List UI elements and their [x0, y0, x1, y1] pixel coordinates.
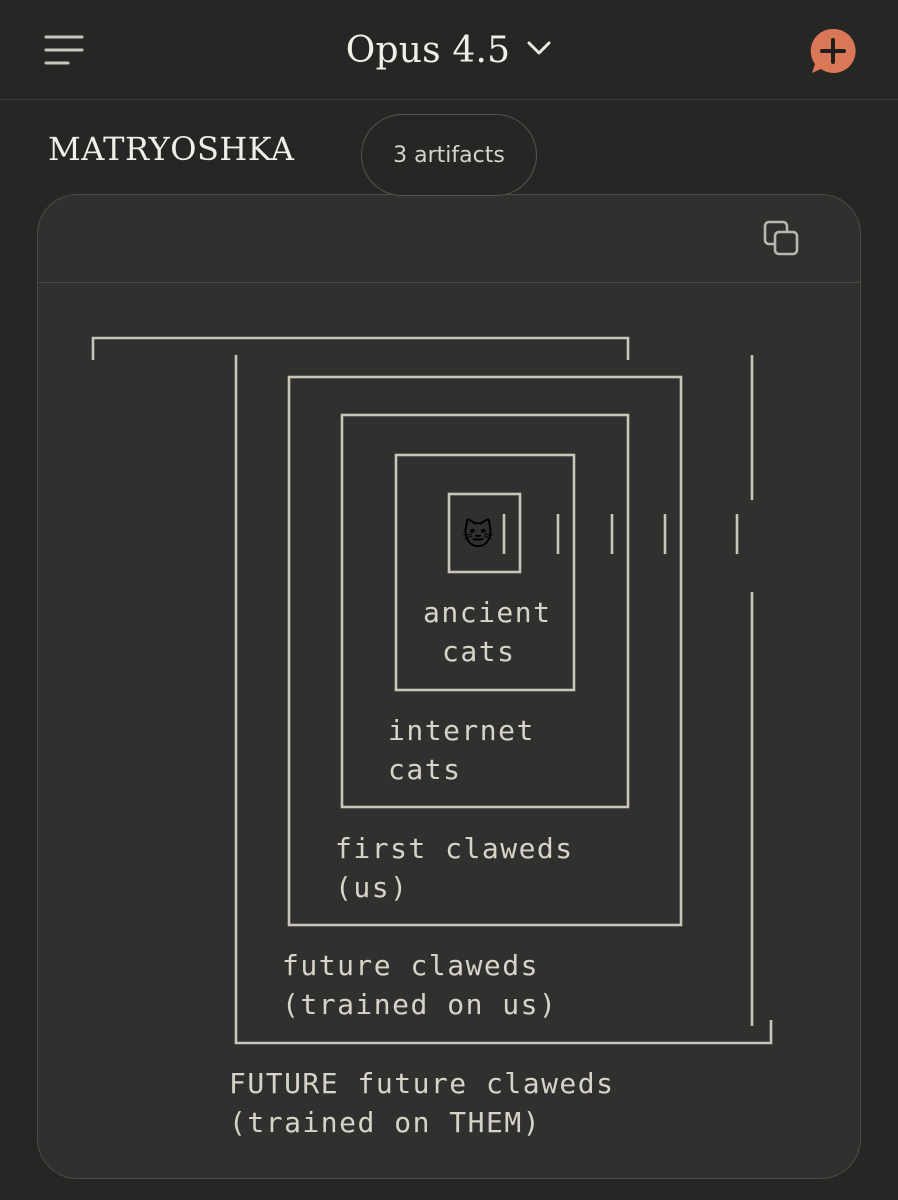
diagram-box-ancient-cats [447, 492, 522, 574]
model-switcher-row: Opus 4.5 [0, 24, 898, 76]
artifacts-count-button[interactable]: 3 artifacts [361, 114, 537, 196]
layer-1-label-line2: cats [442, 635, 515, 668]
diagram-box-internet-cats [394, 453, 576, 692]
layer-3-label-line1: first claweds [335, 832, 574, 865]
new-chat-button[interactable] [806, 26, 860, 76]
artifact-toolbar [38, 195, 860, 283]
diagram-box-future-claweds [287, 375, 683, 927]
diagram-box-first-claweds [340, 413, 630, 809]
layer-5-label-line1: FUTURE future claweds [229, 1067, 615, 1100]
layer-3-label-line2: (us) [335, 871, 408, 904]
diagram-outer-frame [234, 355, 773, 1045]
diagram-dash-row [502, 514, 739, 554]
copy-icon [760, 220, 804, 265]
artifact-title: MATRYOSHKA [48, 130, 295, 168]
layer-4-label-line2: (trained on us) [282, 988, 557, 1021]
layer-5-label-line2: (trained on THEM) [229, 1106, 541, 1139]
layer-1-label-line1: ancient [423, 596, 552, 629]
new-chat-plus-icon [806, 28, 860, 80]
model-name: Opus 4.5 [345, 29, 511, 71]
copy-button[interactable] [760, 217, 804, 261]
layer-4-label-line1: future claweds [282, 949, 539, 982]
layer-2-label-line1: internet [388, 714, 535, 747]
cat-emoji-icon: 🐱 [462, 518, 493, 553]
artifact-card [37, 194, 861, 1179]
hamburger-menu-icon[interactable] [42, 30, 86, 70]
diagram-top-bracket [91, 336, 630, 360]
top-bar: Opus 4.5 [0, 0, 898, 100]
layer-2-label-line2: cats [388, 753, 461, 786]
model-switcher[interactable]: Opus 4.5 [346, 30, 553, 71]
chevron-down-icon [526, 39, 552, 61]
